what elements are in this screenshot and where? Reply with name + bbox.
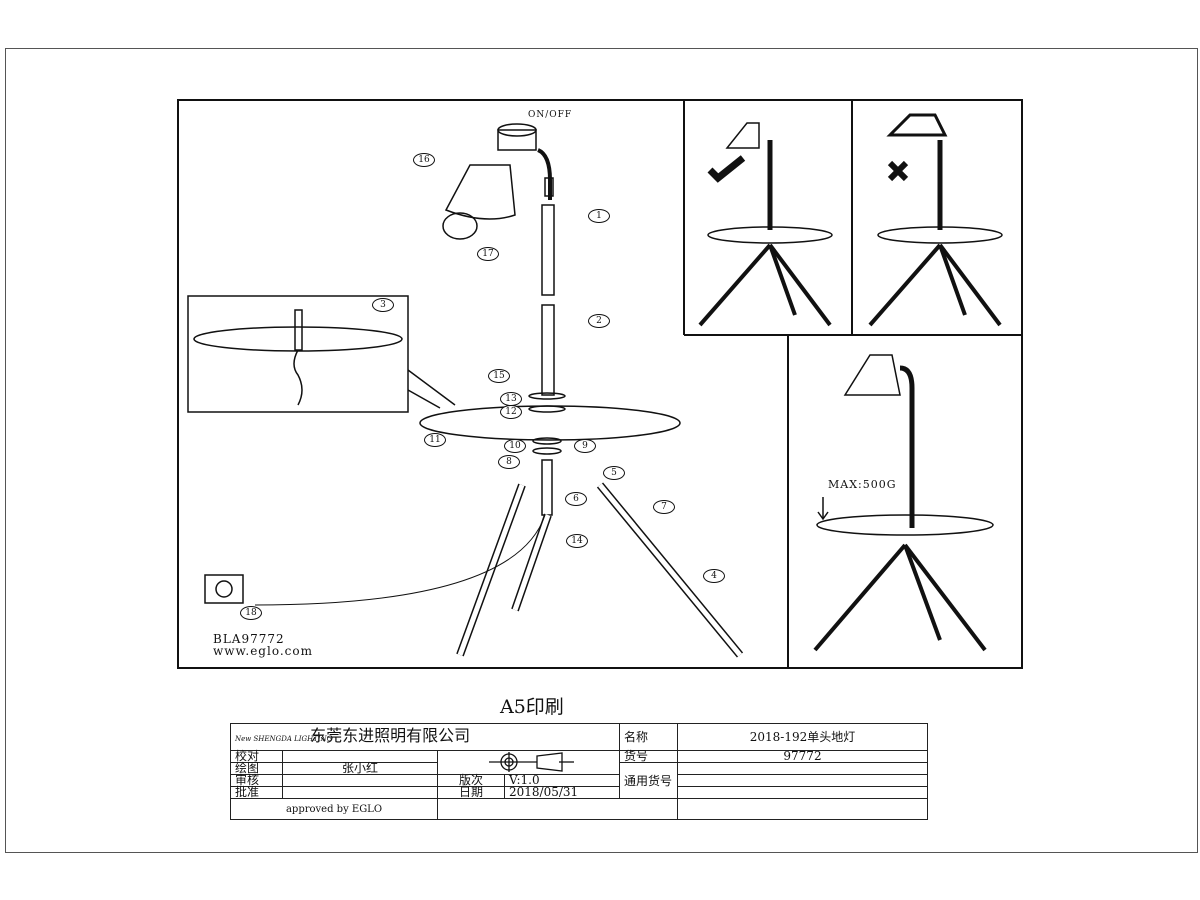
step-14-badge: 14 bbox=[566, 534, 588, 548]
review-label: 审核 bbox=[230, 774, 283, 787]
step-16-badge: 16 bbox=[413, 153, 435, 167]
approve-value bbox=[282, 786, 438, 799]
step-8-badge: 8 bbox=[498, 455, 520, 469]
company-cell: New SHENGDA LIGHTING 东莞东进照明有限公司 bbox=[230, 723, 620, 751]
company-logo: New SHENGDA LIGHTING bbox=[235, 734, 333, 743]
main-lamp-drawing bbox=[204, 123, 744, 658]
inset-cable-drawing bbox=[187, 295, 456, 413]
max-load-drawing bbox=[813, 354, 994, 652]
check-label: 校对 bbox=[230, 750, 283, 763]
step-7-badge: 7 bbox=[653, 500, 675, 514]
step-6-badge: 6 bbox=[565, 492, 587, 506]
step-2-badge: 2 bbox=[588, 314, 610, 328]
step-10-badge: 10 bbox=[504, 439, 526, 453]
step-12-badge: 12 bbox=[500, 405, 522, 419]
approved-by: approved by EGLO bbox=[230, 798, 438, 820]
max-load-label: MAX:500G bbox=[828, 478, 897, 491]
title-block: New SHENGDA LIGHTING 东莞东进照明有限公司 名称 2018-… bbox=[230, 723, 928, 820]
projection-icon bbox=[488, 751, 574, 772]
general-item-label: 通用货号 bbox=[619, 762, 678, 799]
step-13-badge: 13 bbox=[500, 392, 522, 406]
approve-label: 批准 bbox=[230, 786, 283, 799]
model-code: BLA97772 bbox=[213, 632, 285, 646]
panel-frames bbox=[177, 99, 1023, 669]
step-15-badge: 15 bbox=[488, 369, 510, 383]
website: www.eglo.com bbox=[213, 644, 313, 658]
review-value bbox=[282, 774, 438, 787]
projection-symbol bbox=[437, 750, 620, 775]
item-no-label: 货号 bbox=[619, 750, 678, 763]
step-4-badge: 4 bbox=[703, 569, 725, 583]
date-label: 日期 bbox=[437, 786, 505, 799]
switch-label: ON/OFF bbox=[528, 110, 573, 120]
name-label: 名称 bbox=[619, 723, 678, 751]
step-3-badge: 3 bbox=[372, 298, 394, 312]
step-5-badge: 5 bbox=[603, 466, 625, 480]
name-value: 2018-192单头地灯 bbox=[677, 723, 928, 751]
step-1-badge: 1 bbox=[588, 209, 610, 223]
drawn-value: 张小红 bbox=[282, 762, 438, 775]
correct-usage-drawing bbox=[698, 122, 833, 327]
date-value: 2018/05/31 bbox=[504, 786, 620, 799]
wrong-usage-drawing bbox=[868, 113, 1003, 327]
print-note: A5印刷 bbox=[500, 696, 564, 718]
page-border bbox=[5, 48, 1198, 853]
step-9-badge: 9 bbox=[574, 439, 596, 453]
drawn-label: 绘图 bbox=[230, 762, 283, 775]
item-no-value: 97772 bbox=[677, 750, 928, 763]
step-18-badge: 18 bbox=[240, 606, 262, 620]
step-11-badge: 11 bbox=[424, 433, 446, 447]
company-name: 东莞东进照明有限公司 bbox=[310, 725, 471, 745]
step-17-badge: 17 bbox=[477, 247, 499, 261]
